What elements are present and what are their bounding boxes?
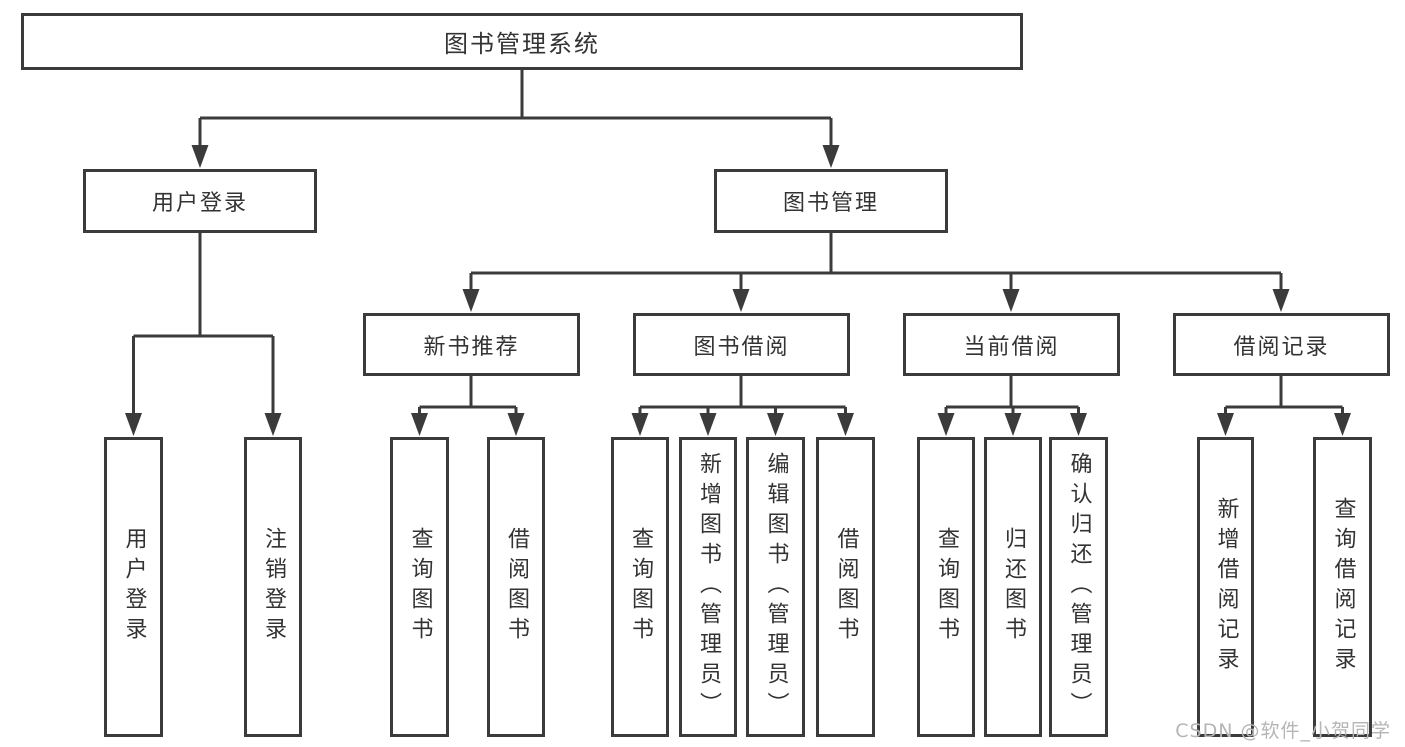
leaf-borrow-books-recommend: 借阅图书 bbox=[487, 437, 545, 737]
leaf-borrow-books-recommend-label: 借阅图书 bbox=[504, 527, 529, 647]
node-root-label: 图书管理系统 bbox=[444, 30, 600, 58]
leaf-add-borrow-record: 新增借阅记录 bbox=[1197, 437, 1254, 737]
node-borrow-records: 借阅记录 bbox=[1173, 313, 1390, 376]
leaf-query-books-recommend: 查询图书 bbox=[390, 437, 449, 737]
leaf-logout: 注销登录 bbox=[244, 437, 302, 737]
leaf-edit-books-admin: 编辑图书（管理员） bbox=[746, 437, 805, 737]
node-book-management-label: 图书管理 bbox=[782, 191, 879, 216]
leaf-return-books: 归还图书 bbox=[984, 437, 1042, 737]
node-borrow-records-label: 借阅记录 bbox=[1233, 334, 1330, 360]
leaf-add-books-admin: 新增图书（管理员） bbox=[679, 437, 737, 737]
leaf-logout-label: 注销登录 bbox=[261, 527, 286, 647]
node-root: 图书管理系统 bbox=[21, 13, 1023, 70]
leaf-confirm-return-admin-label: 确认归还（管理员） bbox=[1066, 452, 1092, 722]
leaf-query-books-current-label: 查询图书 bbox=[934, 527, 959, 647]
node-book-borrowing-label: 图书借阅 bbox=[693, 334, 790, 360]
arrowheads bbox=[125, 145, 1351, 436]
csdn-watermark: CSDN @软件_小贺同学 bbox=[1175, 720, 1391, 742]
leaf-borrow-books-borrowing: 借阅图书 bbox=[816, 437, 875, 737]
leaf-query-borrow-record: 查询借阅记录 bbox=[1313, 437, 1372, 737]
leaf-user-login: 用户登录 bbox=[104, 437, 163, 737]
node-user-login-label: 用户登录 bbox=[151, 191, 248, 216]
node-book-borrowing: 图书借阅 bbox=[633, 313, 850, 376]
leaf-query-books-current: 查询图书 bbox=[917, 437, 975, 737]
node-book-management: 图书管理 bbox=[714, 169, 948, 233]
node-current-borrowing-label: 当前借阅 bbox=[963, 334, 1060, 360]
leaf-edit-books-admin-label: 编辑图书（管理员） bbox=[763, 452, 789, 722]
leaf-user-login-label: 用户登录 bbox=[121, 527, 147, 647]
leaf-query-books-borrowing: 查询图书 bbox=[611, 437, 669, 737]
node-new-book-recommend: 新书推荐 bbox=[363, 313, 580, 376]
leaf-confirm-return-admin: 确认归还（管理员） bbox=[1049, 437, 1108, 737]
leaf-return-books-label: 归还图书 bbox=[1001, 527, 1026, 647]
node-new-book-recommend-label: 新书推荐 bbox=[423, 334, 520, 360]
node-user-login: 用户登录 bbox=[83, 169, 317, 233]
leaf-query-borrow-record-label: 查询借阅记录 bbox=[1330, 497, 1356, 677]
leaf-query-books-borrowing-label: 查询图书 bbox=[628, 527, 653, 647]
leaf-query-books-recommend-label: 查询图书 bbox=[407, 527, 433, 647]
leaf-borrow-books-borrowing-label: 借阅图书 bbox=[833, 527, 859, 647]
leaf-add-books-admin-label: 新增图书（管理员） bbox=[696, 452, 721, 722]
leaf-add-borrow-record-label: 新增借阅记录 bbox=[1213, 497, 1239, 677]
node-current-borrowing: 当前借阅 bbox=[903, 313, 1120, 376]
